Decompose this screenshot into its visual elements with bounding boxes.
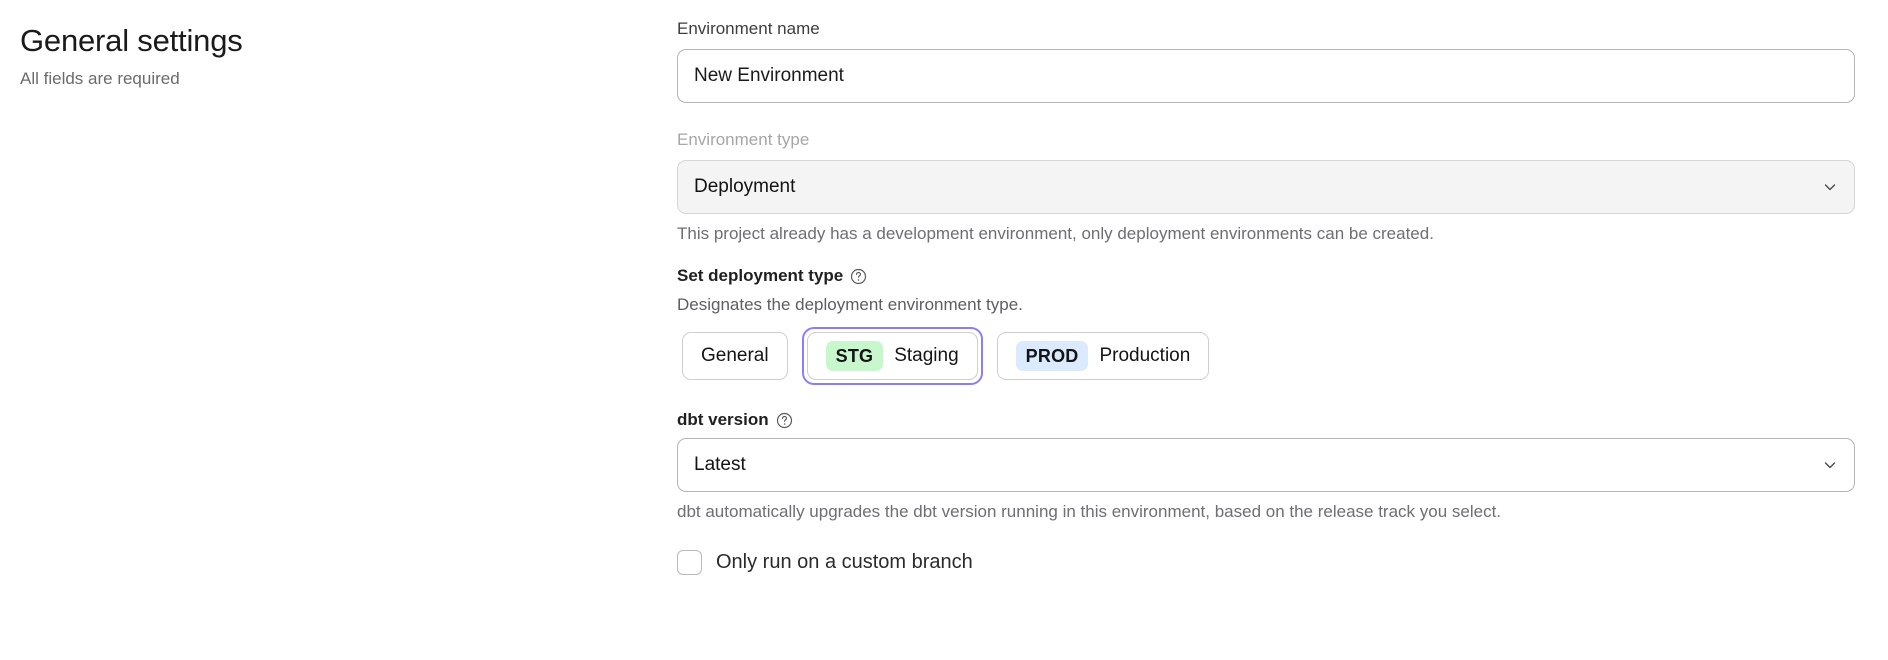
deployment-option-staging-label: Staging xyxy=(894,345,959,366)
deployment-option-staging[interactable]: STG Staging xyxy=(806,332,978,380)
production-badge: PROD xyxy=(1015,341,1089,371)
settings-form-column: Environment name Environment type Deploy… xyxy=(677,18,1888,660)
staging-badge: STG xyxy=(825,341,884,371)
question-circle-icon[interactable] xyxy=(776,412,793,429)
dbt-version-helper-text: dbt automatically upgrades the dbt versi… xyxy=(677,502,1502,521)
environment-type-field: Environment type Deployment This project… xyxy=(677,129,1855,245)
dbt-version-label: dbt version xyxy=(677,410,769,429)
deployment-type-description: Designates the deployment environment ty… xyxy=(677,295,1023,314)
dbt-version-select-wrapper: Latest xyxy=(677,438,1855,492)
custom-branch-checkbox[interactable] xyxy=(677,550,702,575)
environment-type-helper-text: This project already has a development e… xyxy=(677,224,1434,243)
environment-type-select[interactable]: Deployment xyxy=(677,160,1855,214)
deployment-type-label: Set deployment type xyxy=(677,266,844,285)
deployment-type-option-group: General STG Staging PROD Production xyxy=(677,327,1855,385)
deployment-option-general-label: General xyxy=(701,345,769,366)
deployment-type-field: Set deployment type Designates the deplo… xyxy=(677,265,1855,385)
environment-type-select-wrapper: Deployment xyxy=(677,160,1855,214)
environment-name-field: Environment name xyxy=(677,18,1855,103)
deployment-type-label-row: Set deployment type xyxy=(677,265,1855,287)
dbt-version-value: Latest xyxy=(694,454,746,475)
dbt-version-label-row: dbt version xyxy=(677,409,1855,431)
deployment-option-production[interactable]: PROD Production xyxy=(996,332,1210,380)
page-title: General settings xyxy=(20,23,243,58)
dbt-version-field: dbt version Latest xyxy=(677,409,1855,523)
environment-type-value: Deployment xyxy=(694,176,796,197)
deployment-option-staging-wrapper: STG Staging xyxy=(801,327,983,385)
deployment-option-general[interactable]: General xyxy=(682,332,788,380)
custom-branch-row: Only run on a custom branch xyxy=(677,550,1855,575)
question-circle-icon[interactable] xyxy=(850,268,867,285)
environment-name-label: Environment name xyxy=(677,19,820,38)
page-subtitle: All fields are required xyxy=(20,69,180,88)
dbt-version-select[interactable]: Latest xyxy=(677,438,1855,492)
custom-branch-label[interactable]: Only run on a custom branch xyxy=(716,551,973,573)
deployment-option-production-label: Production xyxy=(1099,345,1191,366)
environment-type-label: Environment type xyxy=(677,130,810,149)
deployment-option-production-wrapper: PROD Production xyxy=(992,327,1215,385)
deployment-option-general-wrapper: General xyxy=(677,327,793,385)
environment-name-input[interactable] xyxy=(677,49,1855,103)
settings-header-column: General settings All fields are required xyxy=(0,18,677,660)
